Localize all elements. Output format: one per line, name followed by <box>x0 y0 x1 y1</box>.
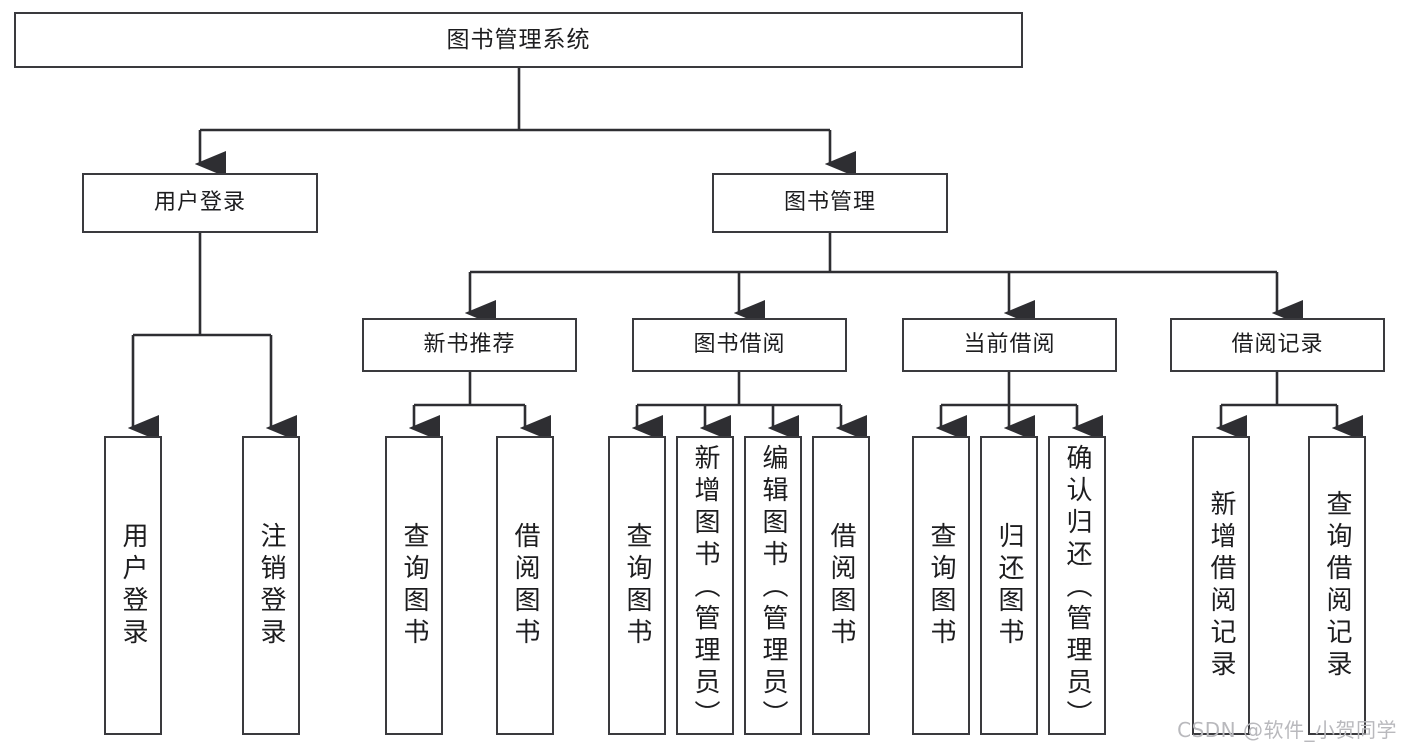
node-label-book-borrow: 图书借阅 <box>693 332 786 358</box>
node-label-leaf-add-book: 新增图书（管理员） <box>690 444 721 732</box>
node-leaf-query-book-current[interactable]: 查询图书 <box>912 436 970 735</box>
node-book-management[interactable]: 图书管理 <box>712 173 948 233</box>
node-label-new-book-recommend: 新书推荐 <box>423 332 516 358</box>
node-leaf-add-borrow-record[interactable]: 新增借阅记录 <box>1192 436 1250 735</box>
node-label-leaf-query-record: 查询借阅记录 <box>1322 489 1353 682</box>
node-label-leaf-query-book-2: 查询图书 <box>622 521 653 650</box>
node-label-user-login: 用户登录 <box>153 190 246 216</box>
node-leaf-query-borrow-record[interactable]: 查询借阅记录 <box>1308 436 1366 735</box>
node-label-leaf-user-login: 用户登录 <box>118 521 149 650</box>
node-label-book-management: 图书管理 <box>783 190 876 216</box>
node-label-leaf-query-book-3: 查询图书 <box>926 521 957 650</box>
node-label-leaf-user-logout: 注销登录 <box>256 521 287 650</box>
node-leaf-confirm-return[interactable]: 确认归还（管理员） <box>1048 436 1106 735</box>
node-user-login[interactable]: 用户登录 <box>82 173 318 233</box>
node-label-leaf-borrow-book-1: 借阅图书 <box>510 521 541 650</box>
node-label-leaf-edit-book: 编辑图书（管理员） <box>758 444 789 732</box>
node-leaf-query-book-borrow[interactable]: 查询图书 <box>608 436 666 735</box>
node-label-borrow-record: 借阅记录 <box>1231 332 1324 358</box>
node-leaf-edit-book[interactable]: 编辑图书（管理员） <box>744 436 802 735</box>
node-current-borrow[interactable]: 当前借阅 <box>902 318 1117 372</box>
node-label-current-borrow: 当前借阅 <box>963 332 1056 358</box>
node-book-management-system[interactable]: 图书管理系统 <box>14 12 1023 68</box>
node-label-root: 图书管理系统 <box>446 26 591 53</box>
node-label-leaf-confirm-return: 确认归还（管理员） <box>1062 444 1093 732</box>
node-label-leaf-return-book: 归还图书 <box>994 521 1025 650</box>
node-leaf-query-book-recommend[interactable]: 查询图书 <box>385 436 443 735</box>
node-leaf-add-book[interactable]: 新增图书（管理员） <box>676 436 734 735</box>
node-borrow-record[interactable]: 借阅记录 <box>1170 318 1385 372</box>
node-leaf-user-login[interactable]: 用户登录 <box>104 436 162 735</box>
node-leaf-borrow-book[interactable]: 借阅图书 <box>812 436 870 735</box>
node-label-leaf-add-record: 新增借阅记录 <box>1206 489 1237 682</box>
node-leaf-borrow-book-recommend[interactable]: 借阅图书 <box>496 436 554 735</box>
node-leaf-return-book[interactable]: 归还图书 <box>980 436 1038 735</box>
node-label-leaf-query-book-1: 查询图书 <box>399 521 430 650</box>
node-book-borrow[interactable]: 图书借阅 <box>632 318 847 372</box>
node-new-book-recommend[interactable]: 新书推荐 <box>362 318 577 372</box>
node-leaf-user-logout[interactable]: 注销登录 <box>242 436 300 735</box>
node-label-leaf-borrow-book-2: 借阅图书 <box>826 521 857 650</box>
watermark-text: CSDN @软件_小贺同学 <box>1177 718 1397 742</box>
